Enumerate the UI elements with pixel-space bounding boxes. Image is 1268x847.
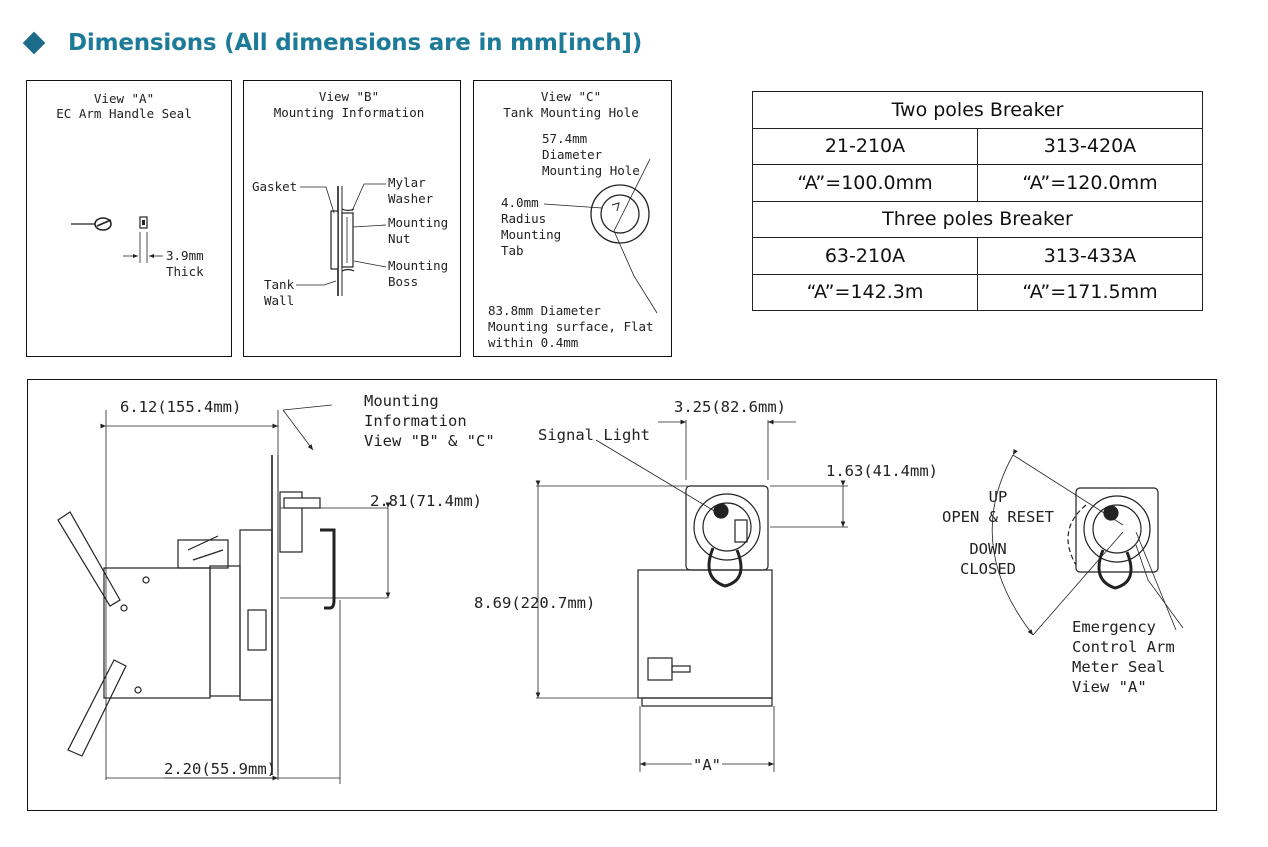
- view-c-tab-1: 4.0mm: [501, 195, 539, 210]
- view-b-tank-label-1: Tank: [264, 277, 295, 292]
- closed-label: CLOSED: [960, 560, 1016, 578]
- table-cell: 313-433A: [977, 237, 1203, 275]
- dim-a: "A": [693, 756, 721, 774]
- side-view: [57, 404, 391, 784]
- three-poles-header: Three poles Breaker: [752, 200, 1203, 238]
- breaker-rating-table: Two poles Breaker 21-210A 313-420A “A”=1…: [752, 91, 1203, 311]
- table-row: Three poles Breaker: [752, 200, 1203, 238]
- two-poles-header: Two poles Breaker: [752, 91, 1203, 129]
- view-c-subtitle: Tank Mounting Hole: [503, 105, 638, 120]
- view-c-title: View "C": [541, 89, 601, 104]
- view-b-washer-label: Washer: [388, 191, 434, 206]
- view-c-tab-3: Mounting: [501, 227, 561, 242]
- table-cell: “A”=142.3m: [752, 273, 978, 311]
- up-label: UP: [989, 488, 1008, 506]
- emergency-label-1: Emergency: [1072, 618, 1156, 636]
- table-cell: “A”=100.0mm: [752, 164, 978, 202]
- front-view: [535, 419, 848, 772]
- view-b-drawing: View "B" Mounting Information Gasket Myl…: [252, 89, 448, 308]
- dim-overall-width: 6.12(155.4mm): [120, 398, 241, 416]
- section-title: Dimensions (All dimensions are in mm[inc…: [68, 30, 643, 56]
- section-header: Dimensions (All dimensions are in mm[inc…: [22, 26, 642, 60]
- main-dimension-drawing: 6.12(155.4mm) Mounting Information View …: [27, 379, 1217, 811]
- table-cell: 313-420A: [977, 127, 1203, 165]
- down-label: DOWN: [969, 540, 1006, 558]
- table-row: 21-210A 313-420A: [752, 127, 1203, 165]
- table-row: “A”=100.0mm “A”=120.0mm: [752, 164, 1203, 202]
- view-b-nut-label-2: Nut: [388, 231, 411, 246]
- view-b-title: View "B": [319, 89, 379, 104]
- dim-281: 2.81(71.4mm): [370, 492, 482, 510]
- view-b-subtitle: Mounting Information: [274, 105, 425, 120]
- view-c-surface-1: 83.8mm Diameter: [488, 303, 601, 318]
- diamond-bullet-icon: [22, 31, 46, 55]
- dim-325: 3.25(82.6mm): [674, 398, 786, 416]
- emergency-label-3: Meter Seal: [1072, 658, 1165, 676]
- view-c-tab-2: Radius: [501, 211, 546, 226]
- open-reset-label: OPEN & RESET: [942, 508, 1054, 526]
- view-c-panel: View "C" Tank Mounting Hole 57.4mm Diame…: [473, 80, 672, 357]
- view-c-hole-3: Mounting Hole: [542, 163, 640, 178]
- view-b-boss-label-1: Mounting: [388, 258, 448, 273]
- mounting-label-1: Mounting: [364, 392, 439, 410]
- view-b-mylar-label: Mylar: [388, 175, 426, 190]
- dim-220: 2.20(55.9mm): [164, 760, 276, 778]
- view-c-tab-4: Tab: [501, 243, 524, 258]
- view-b-boss-label-2: Boss: [388, 274, 418, 289]
- mounting-label-2: Information: [364, 412, 467, 430]
- view-c-surface-2: Mounting surface, Flat: [488, 319, 654, 334]
- view-a-subtitle: EC Arm Handle Seal: [56, 106, 191, 121]
- view-a-drawing: View "A" EC Arm Handle Seal 3.9mm Thick: [56, 91, 204, 279]
- view-a-panel: View "A" EC Arm Handle Seal 3.9mm Thick: [26, 80, 232, 357]
- signal-light-label: Signal Light: [538, 426, 650, 444]
- operation-view: [991, 448, 1184, 636]
- view-b-tank-label-2: Wall: [264, 293, 294, 308]
- table-cell: 21-210A: [752, 127, 978, 165]
- breaker-drawings: 6.12(155.4mm) Mounting Information View …: [57, 392, 1184, 784]
- table-row: 63-210A 313-433A: [752, 237, 1203, 275]
- view-c-drawing: View "C" Tank Mounting Hole 57.4mm Diame…: [488, 89, 658, 350]
- dim-869: 8.69(220.7mm): [474, 594, 595, 612]
- view-c-hole-2: Diameter: [542, 147, 603, 162]
- table-row: “A”=142.3m “A”=171.5mm: [752, 273, 1203, 311]
- view-a-title: View "A": [94, 91, 154, 106]
- table-cell: 63-210A: [752, 237, 978, 275]
- view-b-panel: View "B" Mounting Information Gasket Myl…: [243, 80, 461, 357]
- emergency-label-4: View "A": [1072, 678, 1147, 696]
- table-row: Two poles Breaker: [752, 91, 1203, 129]
- view-c-surface-3: within 0.4mm: [488, 335, 578, 350]
- view-c-hole-1: 57.4mm: [542, 131, 587, 146]
- table-cell: “A”=171.5mm: [977, 273, 1203, 311]
- emergency-label-2: Control Arm: [1072, 638, 1175, 656]
- table-cell: “A”=120.0mm: [977, 164, 1203, 202]
- mounting-label-3: View "B" & "C": [364, 432, 495, 450]
- dim-163: 1.63(41.4mm): [826, 462, 938, 480]
- view-a-thickness: 3.9mm: [166, 248, 204, 263]
- view-b-gasket-label: Gasket: [252, 179, 297, 194]
- view-a-thick-label: Thick: [166, 264, 204, 279]
- view-b-nut-label-1: Mounting: [388, 215, 448, 230]
